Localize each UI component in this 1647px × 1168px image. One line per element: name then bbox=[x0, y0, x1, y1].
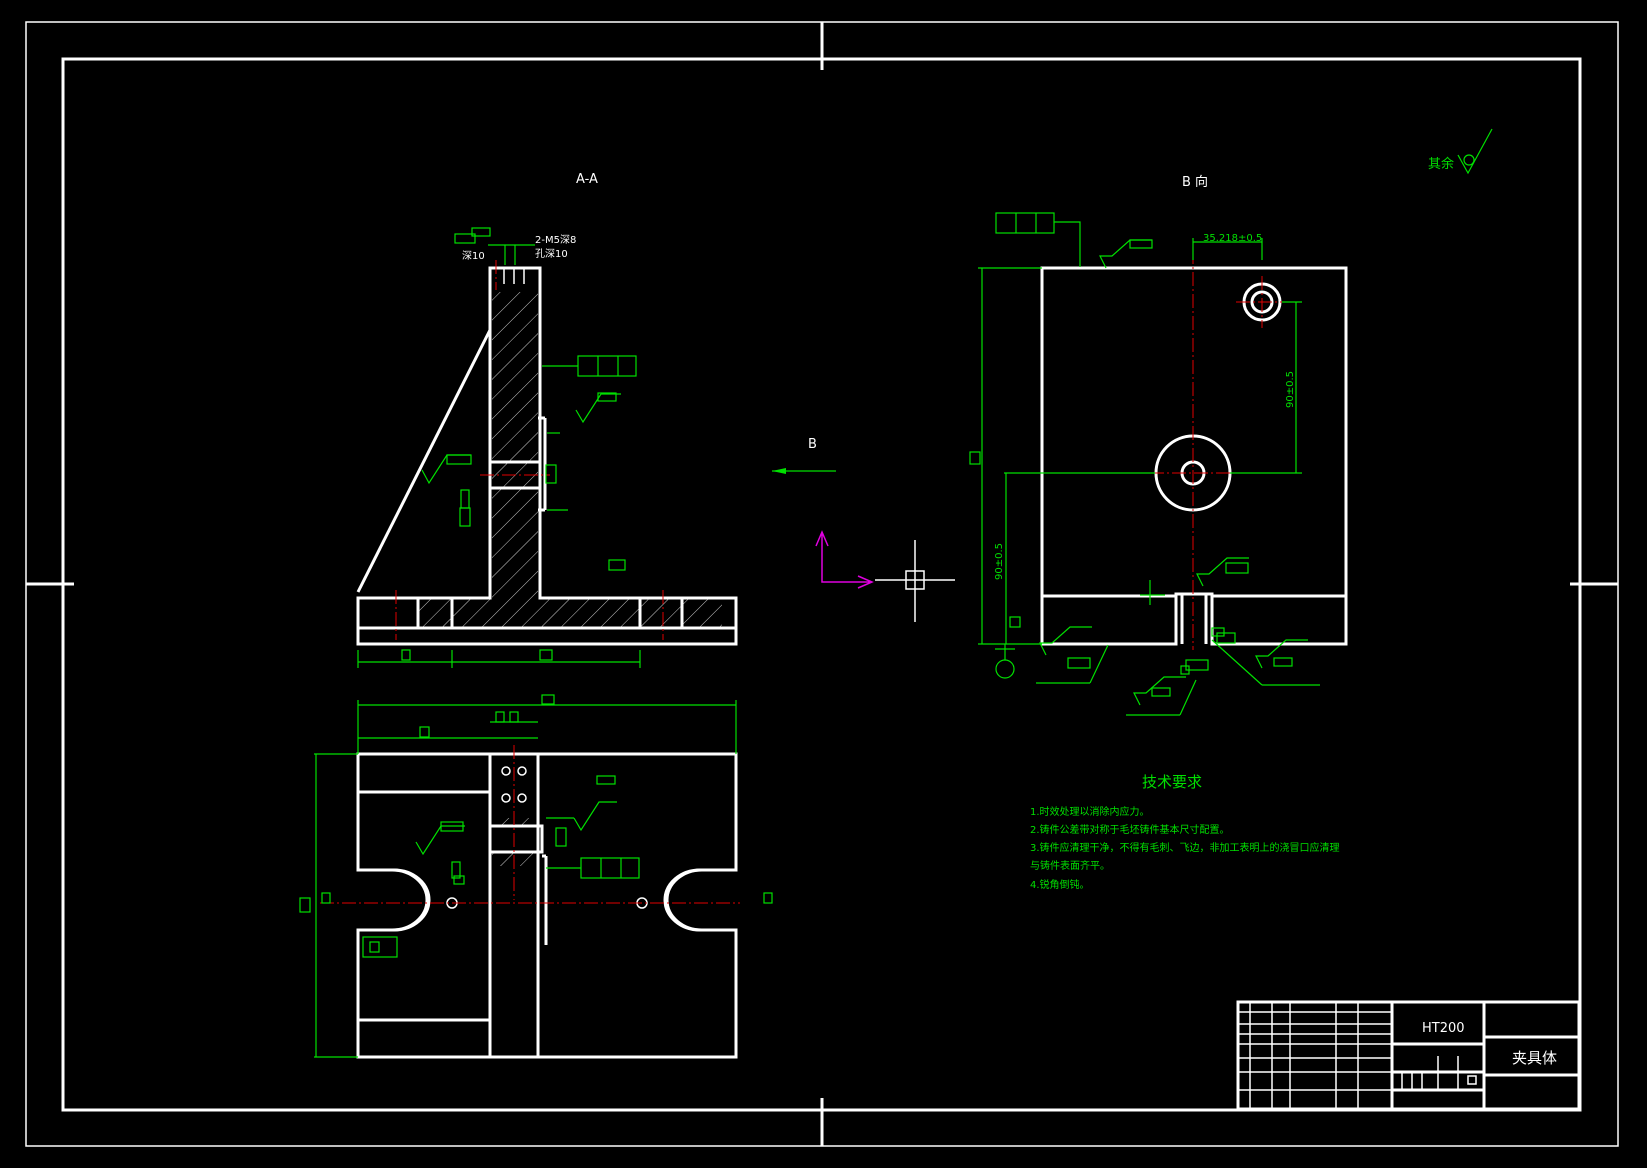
svg-text:3.铸件应清理干净，不得有毛刺、飞边，非加工表明上的浇冒口应: 3.铸件应清理干净，不得有毛刺、飞边，非加工表明上的浇冒口应清理 bbox=[1030, 841, 1340, 854]
tech-title: 技术要求 bbox=[1142, 773, 1202, 791]
svg-text:1.时效处理以消除内应力。: 1.时效处理以消除内应力。 bbox=[1030, 805, 1150, 818]
title-block: HT200 夹具体 bbox=[1236, 1000, 1581, 1111]
svg-text:B: B bbox=[808, 437, 817, 452]
section-view-aa: A-A 2-M5深8 孔深10 深10 bbox=[356, 172, 738, 668]
svg-text:与铸件表面齐平。: 与铸件表面齐平。 bbox=[1030, 859, 1110, 872]
part-name: 夹具体 bbox=[1512, 1049, 1557, 1067]
section-label: A-A bbox=[576, 172, 598, 187]
centering-marks bbox=[26, 22, 1618, 1146]
view-b: B 向 bbox=[969, 128, 1493, 716]
thread-note-2: 孔深10 bbox=[535, 248, 568, 260]
svg-text:4.锐角倒钝。: 4.锐角倒钝。 bbox=[1030, 878, 1090, 891]
material: HT200 bbox=[1422, 1021, 1465, 1036]
roughness-rest: 其余 bbox=[1428, 156, 1454, 172]
outer-border bbox=[25, 21, 1619, 1147]
svg-text:2.铸件公差带对称于毛坯铸件基本尺寸配置。: 2.铸件公差带对称于毛坯铸件基本尺寸配置。 bbox=[1030, 823, 1230, 836]
ucs-icon bbox=[815, 530, 955, 622]
tech-requirements: 技术要求 1.时效处理以消除内应力。 2.铸件公差带对称于毛坯铸件基本尺寸配置。… bbox=[1030, 773, 1340, 891]
depth-note: 深10 bbox=[462, 250, 485, 262]
plan-view bbox=[299, 694, 773, 1059]
dim-vertical-2: 90±0.5 bbox=[994, 543, 1005, 580]
dim-horizontal: 35.218±0.5 bbox=[1203, 233, 1262, 244]
inner-border bbox=[61, 57, 1582, 1112]
thread-note-1: 2-M5深8 bbox=[535, 234, 576, 246]
b-arrow: B bbox=[772, 437, 836, 474]
direction-label: B 向 bbox=[1182, 174, 1208, 190]
dim-vertical-1: 90±0.5 bbox=[1285, 371, 1296, 408]
